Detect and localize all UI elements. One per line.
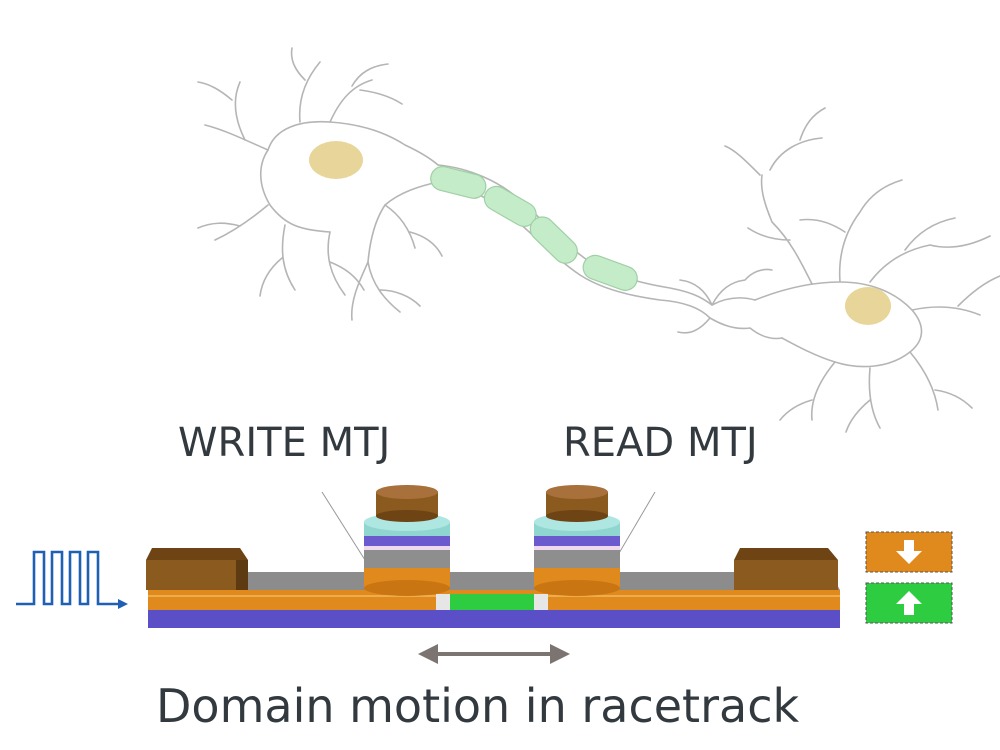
legend-domain-up	[865, 582, 953, 624]
right-dendrite	[724, 107, 1000, 433]
left-dendrite	[197, 47, 443, 321]
racetrack-device	[146, 548, 840, 628]
read-mtj-cap	[546, 485, 608, 499]
legend-domain-down	[865, 531, 953, 573]
left-neuron-nucleus	[309, 141, 363, 179]
myelin-sheath	[430, 165, 487, 199]
arrow-up-icon	[896, 591, 922, 615]
track-green-domain	[450, 594, 534, 610]
read-mtj-label: READ MTJ	[563, 420, 758, 466]
left-contact-top	[146, 548, 248, 560]
right-neuron-nucleus	[845, 287, 891, 325]
left-neuron-body	[259, 120, 439, 263]
track-blue-layer	[148, 610, 840, 628]
legend	[865, 531, 953, 624]
write-mtj-cap	[376, 485, 438, 499]
myelin-sheath	[529, 216, 578, 264]
caption: Domain motion in racetrack	[156, 679, 799, 733]
track-top-surface	[148, 572, 840, 590]
left-contact-side	[236, 560, 248, 590]
write-mtj-pillar	[364, 485, 450, 596]
domain-wall	[534, 594, 548, 610]
right-contact	[734, 560, 838, 590]
myelin-sheath	[582, 254, 638, 291]
myelin-sheaths	[430, 165, 638, 291]
right-neuron-body	[754, 281, 923, 368]
neuron-illustration	[197, 47, 1000, 433]
domain-wall	[436, 594, 450, 610]
square-wave-icon	[16, 550, 128, 609]
double-arrow-icon	[418, 644, 570, 664]
right-contact-top	[734, 548, 838, 560]
left-contact	[146, 560, 248, 590]
write-mtj-label: WRITE MTJ	[178, 420, 390, 466]
read-leader-line	[614, 491, 656, 561]
read-mtj-pillar	[534, 485, 620, 596]
arrow-down-icon	[896, 540, 922, 564]
axon-terminal	[677, 268, 783, 340]
write-leader-line	[321, 491, 366, 561]
